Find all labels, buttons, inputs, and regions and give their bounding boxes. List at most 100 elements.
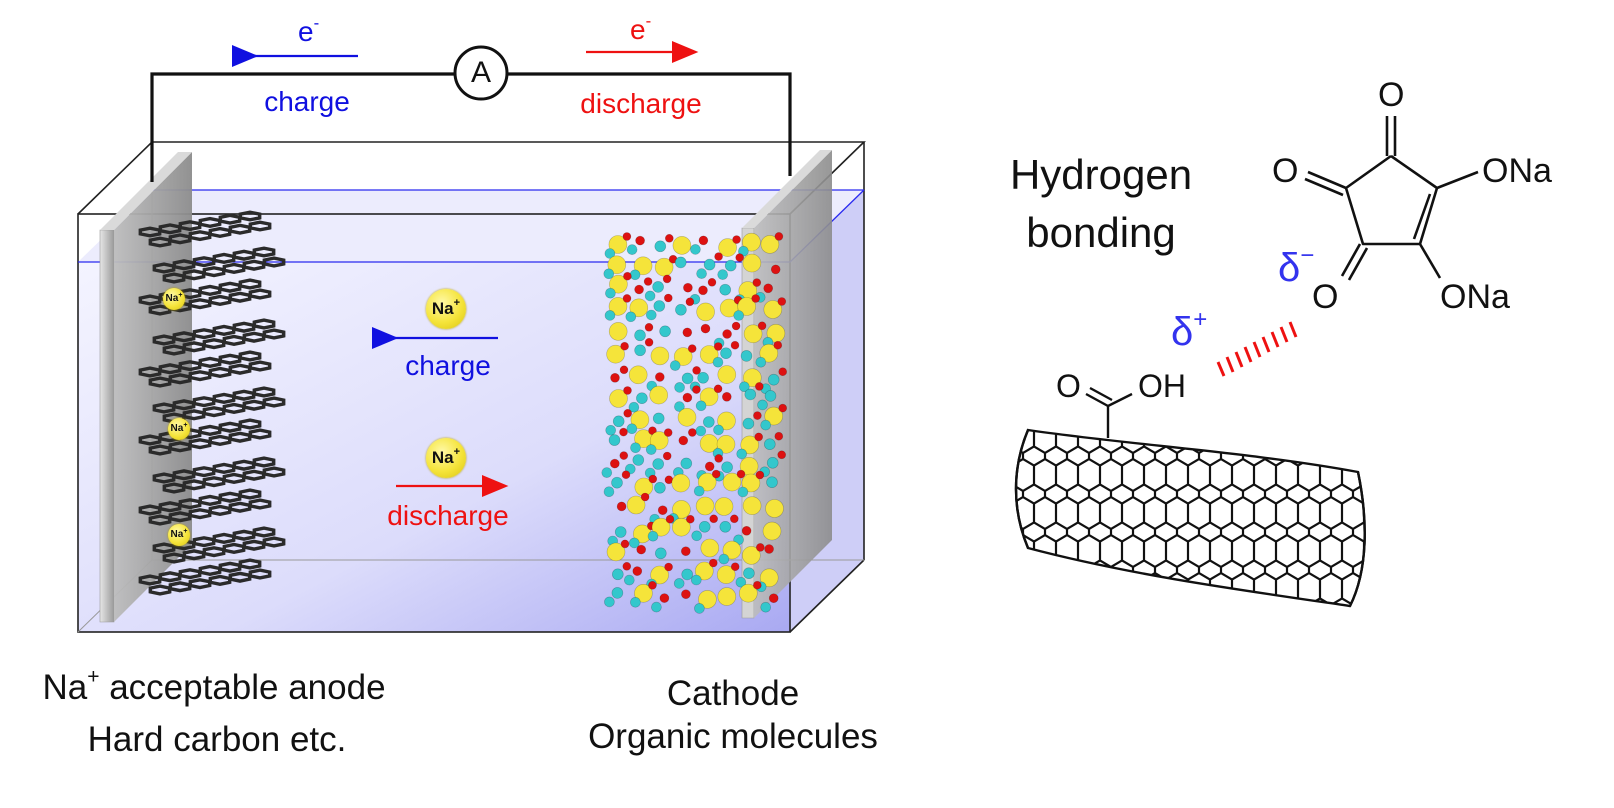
carbon-atom (681, 372, 694, 385)
sodium-atom (697, 472, 717, 492)
oxygen-atom (698, 235, 709, 246)
sodium-atom (764, 406, 784, 426)
carbon-atom (614, 526, 627, 538)
carbon-atom (703, 258, 716, 271)
carbon-atom (645, 444, 657, 455)
oxygen-atom (678, 435, 689, 446)
oxygen-atom (731, 321, 741, 331)
oxygen-atom (662, 274, 672, 284)
carbon-atom (690, 244, 701, 255)
sodium-atom (741, 546, 761, 565)
carbon-atom (628, 401, 640, 413)
sodium-atom (699, 387, 719, 407)
carbon-atom (695, 400, 707, 412)
sodium-atom (760, 235, 780, 254)
oxygen-atom (664, 562, 673, 572)
croconate-structure (1304, 116, 1479, 281)
carbon-atom (634, 329, 646, 342)
carbon-atom (652, 412, 665, 425)
sodium-atom (677, 407, 697, 427)
graphene-ring (238, 350, 262, 362)
oxygen-atom (709, 514, 719, 524)
cathode-caption-line1: Cathode (666, 674, 800, 713)
graphene-ring (262, 466, 286, 478)
carbon-atom (740, 350, 753, 362)
wire-left (150, 72, 456, 182)
oxygen-atom (752, 278, 762, 287)
oxygen-atom (707, 277, 717, 287)
oxygen-atom (643, 277, 653, 286)
sodium-atom (742, 232, 761, 252)
carbon-atom (695, 425, 707, 437)
carbon-atom (669, 360, 681, 371)
carbon-atom (608, 434, 621, 446)
carbon-atom (612, 415, 625, 428)
graphene-ring (238, 278, 262, 290)
carbon-atom (626, 244, 638, 255)
carbon-atom (605, 287, 616, 299)
ammeter-label: A (470, 56, 492, 89)
oxygen-atom (692, 385, 701, 394)
carbon-atom (697, 371, 709, 384)
ion-charge-label: charge (405, 350, 491, 381)
anode-caption-line1: Na+ acceptable anode (42, 665, 386, 707)
carbon-atom (742, 417, 755, 430)
oxygen-atom (632, 566, 643, 576)
carbon-atom (719, 283, 732, 296)
oxygen-atom (741, 525, 752, 536)
sodium-atom (629, 298, 649, 318)
sodium-atom (722, 472, 742, 492)
sodium-atom (608, 322, 628, 341)
oxygen-atom (708, 558, 718, 568)
oxygen-atom (609, 458, 620, 469)
oxygen-atom (774, 232, 784, 241)
graphene-ring (248, 568, 272, 580)
oxygen-atom (755, 543, 765, 552)
carbon-atom (691, 530, 703, 542)
oxygen-atom (753, 411, 762, 420)
oxygen-atom (621, 470, 631, 480)
carbon-atom (755, 356, 767, 368)
atom-o-top: O (1378, 76, 1405, 114)
oxygen-atom (730, 340, 740, 350)
anode-sodium-ion: Na+ (168, 418, 190, 440)
sodium-ion-discharge: Na+ (426, 438, 466, 478)
graphene-ring (238, 418, 262, 430)
oxygen-atom (648, 474, 658, 484)
sodium-atom (608, 297, 628, 316)
oxygen-atom (713, 342, 723, 351)
sodium-atom (740, 435, 760, 455)
oxygen-atom (664, 234, 674, 243)
sodium-atom (672, 236, 692, 255)
carbon-atom (625, 311, 637, 323)
carbon-atom (673, 578, 685, 589)
oxygen-atom (751, 294, 761, 303)
carbon-atom (623, 574, 635, 586)
carbon-atom (713, 424, 724, 436)
graphene-sheet (152, 318, 286, 356)
carbon-atom (674, 256, 687, 269)
sodium-atom (694, 561, 714, 581)
oxygen-atom (778, 403, 788, 413)
graphene-sheet (138, 488, 272, 526)
graphene-sheet (152, 456, 286, 494)
anode-caption-line2: Hard carbon etc. (87, 720, 347, 759)
oxygen-atom (730, 562, 740, 572)
oxygen-atom (754, 382, 764, 391)
carbon-atom (675, 303, 687, 316)
oxygen-atom (622, 561, 632, 571)
carbon-atom (744, 388, 757, 401)
oxygen-atom (752, 580, 762, 590)
carbon-atom (654, 547, 667, 560)
oxygen-atom (777, 297, 787, 306)
carbon-atom (630, 442, 641, 454)
sodium-atom (609, 389, 628, 408)
sodium-atom (609, 274, 628, 294)
oxygen-atom (774, 431, 784, 441)
sodium-atom (633, 256, 653, 276)
sodium-atom (607, 255, 627, 275)
carbon-atom (674, 401, 685, 412)
ammeter (453, 45, 509, 101)
graphene-ring (248, 498, 272, 510)
sodium-atom (608, 235, 628, 254)
